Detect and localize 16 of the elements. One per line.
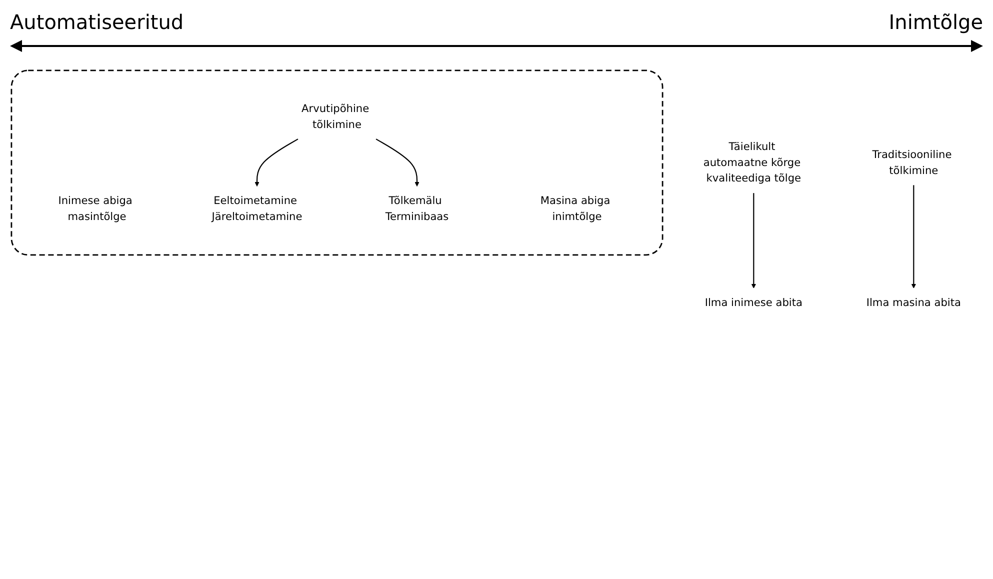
node-text: Arvutipõhine tõlkimine [301, 102, 369, 130]
arrow [375, 138, 419, 186]
axis-label: Automatiseeritud [10, 10, 184, 34]
node-text: Masina abiga inimtõlge [540, 194, 610, 223]
node-text: Ilma inimese abita [704, 296, 802, 309]
arrow [750, 193, 756, 288]
node-text: Tõlkemälu Terminibaas [384, 194, 448, 223]
node-text: Täielikult automaatne kõrge kvaliteediga tõlge [702, 140, 801, 184]
arrow [254, 138, 298, 186]
node-text: Traditsiooniline tõlkimine [872, 148, 952, 177]
axis-label: Inimtõlge [888, 10, 983, 34]
node-text: Eeltoimetamine Järeltoimetamine [211, 194, 302, 223]
node-text: Inimese abiga masintõlge [58, 194, 132, 223]
node-text: Ilma masina abita [866, 296, 960, 309]
arrow [910, 185, 916, 288]
cluster [10, 70, 663, 256]
